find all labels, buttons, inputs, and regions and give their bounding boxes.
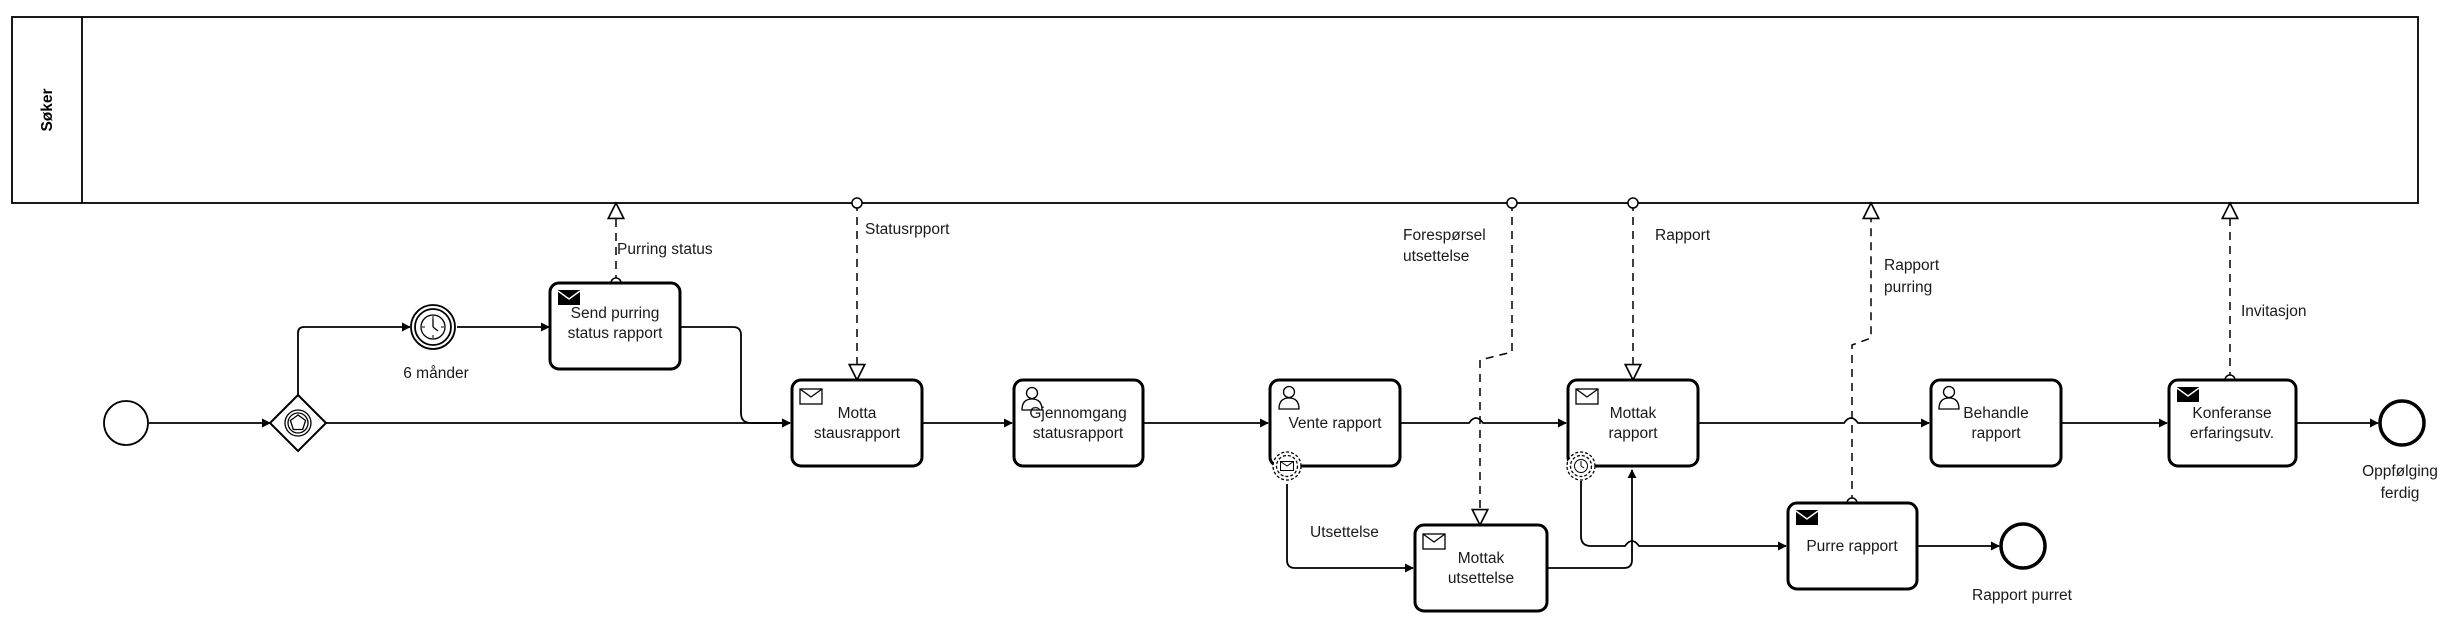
clock-icon — [420, 314, 446, 340]
envelope-icon — [799, 388, 823, 405]
task-label: utsettelse — [1448, 570, 1514, 587]
msg-label-rapport-purring: Rapport — [1884, 257, 1940, 274]
envelope-filled-icon — [2176, 387, 2200, 402]
flow-send-motta — [680, 326, 791, 428]
flow-mottak-utsettelse-rapport — [1547, 469, 1637, 569]
msg-label-purring-status: Purring status — [617, 241, 713, 258]
user-icon — [1021, 386, 1043, 411]
msg-label-statusrapport: Statusrpport — [865, 221, 950, 238]
flow-boundary-purre — [1580, 481, 1787, 551]
msg-rapport-purring — [1851, 203, 1871, 503]
task-label: status rapport — [568, 325, 663, 342]
boundary-timer-event[interactable] — [1566, 451, 1596, 481]
pool-label: Søker — [39, 88, 56, 131]
msg-label-foresporsel: utsettelse — [1403, 248, 1469, 265]
task-label: stausrapport — [814, 425, 901, 442]
pentagon-icon — [289, 414, 307, 431]
task-label: Behandle — [1963, 405, 2029, 422]
user-icon — [1938, 385, 1960, 410]
task-label: Mottak — [1610, 405, 1657, 422]
timer-label: 6 månder — [403, 365, 468, 382]
msg-label-invitasjon: Invitasjon — [2241, 303, 2306, 320]
boundary-message-event[interactable] — [1272, 451, 1302, 481]
sequence-flows — [149, 322, 2379, 573]
event-based-gateway[interactable] — [268, 393, 328, 453]
task-vente-rapport[interactable]: Vente rapport — [1268, 378, 1402, 468]
user-icon — [1278, 385, 1300, 410]
task-label: Mottak — [1458, 550, 1505, 567]
task-mottak-utsettelse[interactable]: Mottak utsettelse — [1413, 523, 1549, 613]
envelope-filled-icon — [1795, 510, 1819, 525]
flow-utsettelse — [1286, 484, 1414, 573]
task-label: statusrapport — [1033, 425, 1124, 442]
task-send-purring[interactable]: Send purring status rapport — [548, 281, 682, 371]
task-purre-rapport[interactable]: Purre rapport — [1786, 501, 1919, 591]
task-label: rapport — [1971, 425, 2021, 442]
task-label: Motta — [838, 405, 877, 422]
envelope-icon — [1575, 388, 1599, 405]
timer-event[interactable] — [410, 304, 456, 350]
end-event-rapport-purret[interactable] — [1999, 522, 2047, 570]
flow-gateway-timer — [297, 322, 411, 400]
end-label: ferdig — [2381, 485, 2420, 502]
task-label: rapport — [1608, 425, 1658, 442]
msg-foresporsel — [1480, 203, 1513, 525]
pool-soker[interactable]: Søker — [11, 16, 2419, 204]
msg-label-rapport: Rapport — [1655, 227, 1711, 244]
task-gjennomgang[interactable]: Gjennomgang statusrapport — [1012, 378, 1145, 468]
task-label: Send purring — [571, 305, 660, 322]
start-event[interactable] — [103, 400, 149, 446]
task-label: Vente rapport — [1288, 415, 1382, 432]
task-motta-stausrapport[interactable]: Motta stausrapport — [790, 378, 924, 468]
envelope-icon — [1422, 533, 1446, 550]
task-label: erfaringsutv. — [2190, 425, 2274, 442]
msg-label-foresporsel: Forespørsel — [1403, 227, 1486, 244]
flow-vente-mottak — [1400, 417, 1567, 428]
envelope-filled-icon — [557, 290, 581, 305]
end-label: Oppfølging — [2362, 463, 2438, 480]
flow-mottak-behandle — [1698, 417, 1930, 428]
msg-label-rapport-purring: purring — [1884, 279, 1932, 296]
task-label: Gjennomgang — [1029, 405, 1126, 422]
task-mottak-rapport[interactable]: Mottak rapport — [1566, 378, 1700, 468]
task-konferanse[interactable]: Konferanse erfaringsutv. — [2167, 378, 2298, 468]
task-behandle-rapport[interactable]: Behandle rapport — [1929, 378, 2063, 468]
end-label: Rapport purret — [1972, 587, 2073, 604]
end-event-oppfolging-ferdig[interactable] — [2378, 399, 2426, 447]
task-label: Purre rapport — [1806, 538, 1898, 555]
flow-label-utsettelse: Utsettelse — [1310, 524, 1379, 541]
task-label: Konferanse — [2192, 405, 2271, 422]
